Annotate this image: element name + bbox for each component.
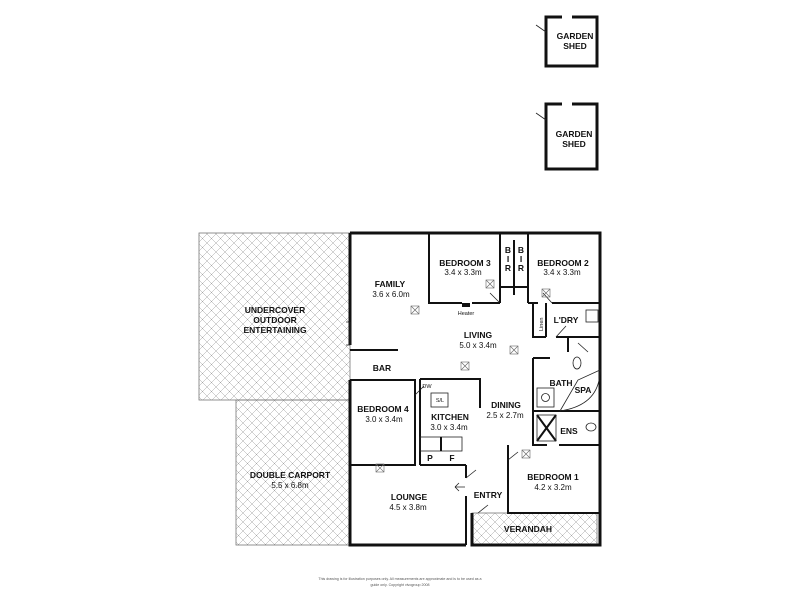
ceiling-markers <box>375 279 551 473</box>
garden-shed-top-line1: GARDEN <box>557 31 594 41</box>
sink-label: S/L <box>436 398 444 404</box>
bedroom1-name: BEDROOM 1 <box>527 472 579 482</box>
laundry-label: L'DRY <box>554 315 579 325</box>
ensuite-label: ENS <box>560 426 578 436</box>
garden-shed-bottom: GARDEN SHED <box>535 102 599 171</box>
fridge-label: F <box>449 453 454 463</box>
lounge-dims: 4.5 x 3.8m <box>389 503 427 512</box>
bar-label: BAR <box>373 363 391 373</box>
carport-area <box>235 399 351 546</box>
kitchen-name: KITCHEN <box>431 412 469 422</box>
interior-walls <box>346 233 601 545</box>
garden-shed-bottom-line1: GARDEN <box>556 129 593 139</box>
living-dims: 5.0 x 3.4m <box>459 341 497 350</box>
garden-shed-top: GARDEN SHED <box>535 15 599 68</box>
family-name: FAMILY <box>375 279 406 289</box>
dining-name: DINING <box>491 400 521 410</box>
bedroom3-dims: 3.4 x 3.3m <box>444 268 482 277</box>
heater-label: Heater <box>458 311 475 317</box>
pantry-label: P <box>427 453 433 463</box>
bedroom3-name: BEDROOM 3 <box>439 258 491 268</box>
bir-i-right: I <box>520 254 522 264</box>
carport-dims: 5.5 x 6.8m <box>271 481 309 490</box>
carport-name: DOUBLE CARPORT <box>250 470 331 480</box>
outdoor-label-line2: OUTDOOR <box>253 315 296 325</box>
bir-r-left: R <box>505 263 511 273</box>
kitchen-dims: 3.0 x 3.4m <box>430 423 468 432</box>
garden-shed-bottom-line2: SHED <box>562 139 586 149</box>
spa-label: SPA <box>575 385 592 395</box>
bir-b-left: B <box>505 245 511 255</box>
bedroom4-name: BEDROOM 4 <box>357 404 409 414</box>
verandah-label: VERANDAH <box>504 524 552 534</box>
bir-r-right: R <box>518 263 524 273</box>
dining-dims: 2.5 x 2.7m <box>486 411 524 420</box>
living-name: LIVING <box>464 330 493 340</box>
disclaimer-line2: guide only. Copyright vivogroup 2008 <box>370 583 429 587</box>
outdoor-label-line3: ENTERTAINING <box>243 325 307 335</box>
garden-shed-top-line2: SHED <box>563 41 587 51</box>
outdoor-entertaining-area <box>198 232 351 401</box>
bedroom4-dims: 3.0 x 3.4m <box>365 415 403 424</box>
bedroom2-name: BEDROOM 2 <box>537 258 589 268</box>
family-dims: 3.6 x 6.0m <box>372 290 410 299</box>
dishwasher-label: DW <box>422 384 432 390</box>
disclaimer-line1: This drawing is for illustration purpose… <box>318 577 481 581</box>
bedroom2-dims: 3.4 x 3.3m <box>543 268 581 277</box>
outdoor-label-line1: UNDERCOVER <box>245 305 305 315</box>
bir-b-right: B <box>518 245 524 255</box>
bath-label: BATH <box>550 378 573 388</box>
bedroom1-dims: 4.2 x 3.2m <box>534 483 572 492</box>
entry-label: ENTRY <box>474 490 503 500</box>
bir-i-left: I <box>507 254 509 264</box>
lounge-name: LOUNGE <box>391 492 428 502</box>
linen-label: Linen <box>539 318 545 331</box>
